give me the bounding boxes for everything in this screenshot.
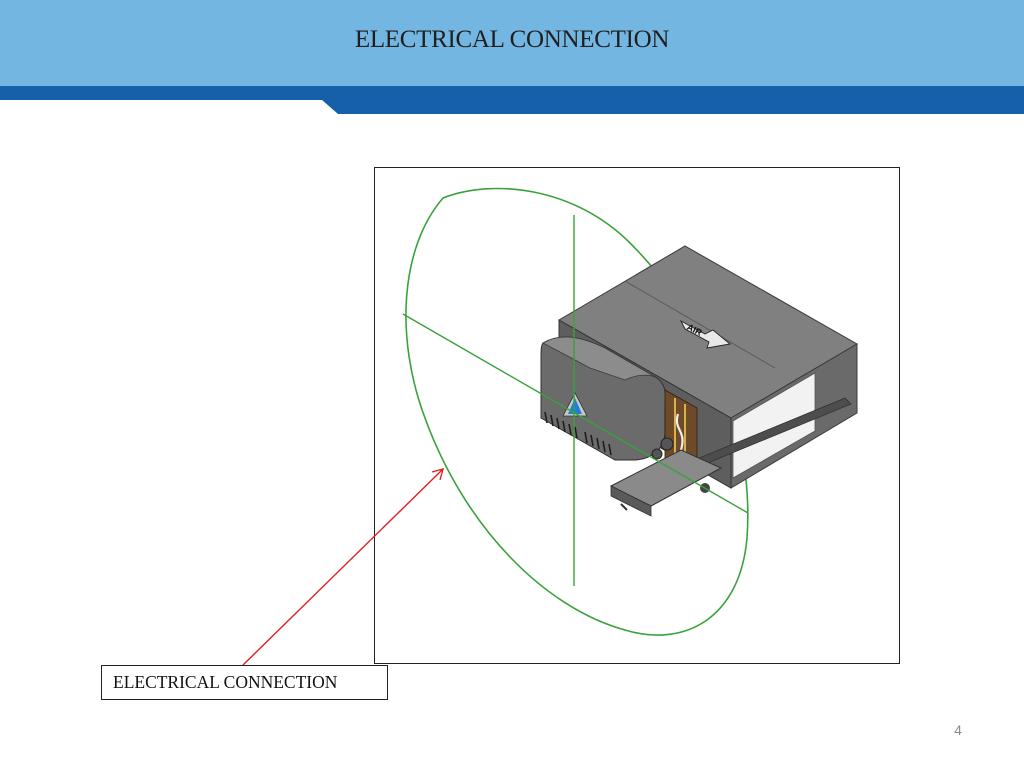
slide-header [0,0,1024,86]
drain-tray [609,449,723,517]
unit-drawing-frame: AIR [374,167,900,664]
electrical-connection-callout: ELECTRICAL CONNECTION [101,665,388,700]
fan-coil-unit-drawing: AIR [402,187,858,636]
slide-title: ELECTRICAL CONNECTION [354,26,670,53]
page-number: 4 [954,722,962,738]
header-accent-band [0,86,1024,114]
highlight-axis-lines [402,215,749,586]
highlight-ellipse [405,187,749,636]
